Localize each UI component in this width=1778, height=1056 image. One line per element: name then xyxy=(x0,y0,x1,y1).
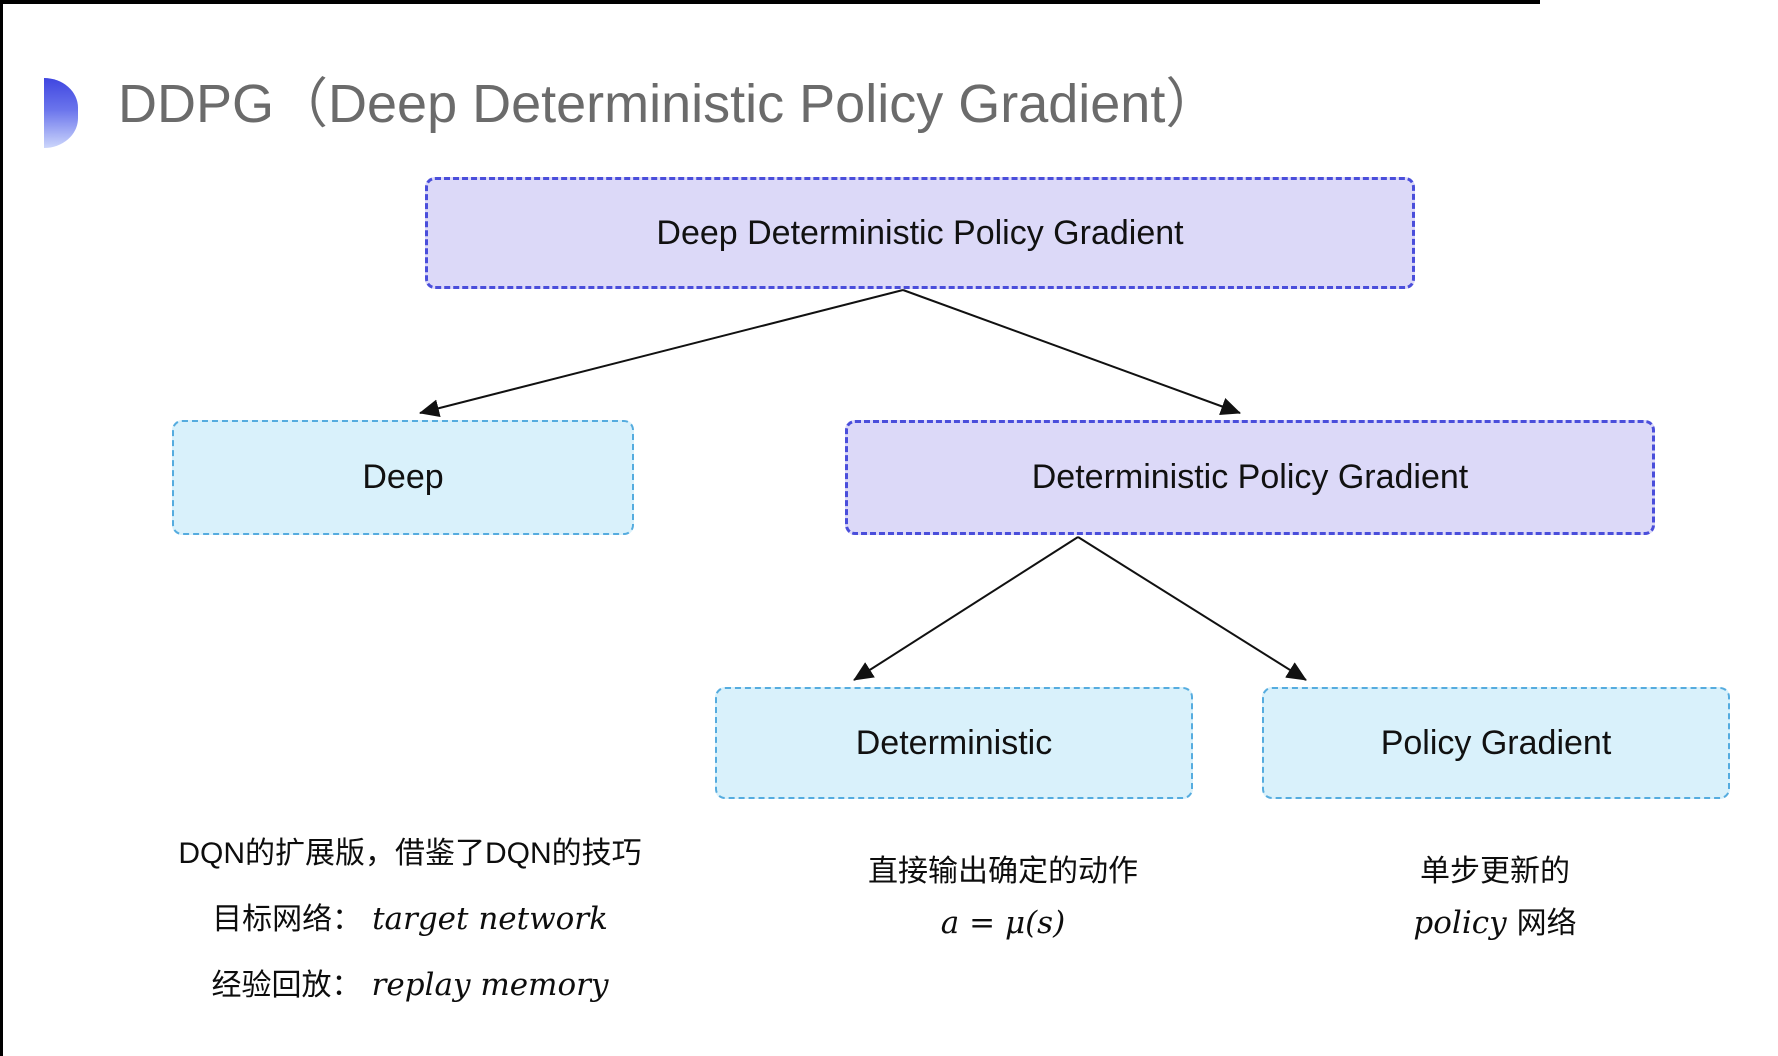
note-line: 单步更新的 xyxy=(1420,855,1570,888)
left-border-strip xyxy=(0,0,3,1056)
top-border-strip xyxy=(0,0,1540,4)
node-deep-deterministic-policy-gradient: Deep Deterministic Policy Gradient xyxy=(425,177,1415,289)
node-deterministic-policy-gradient: Deterministic Policy Gradient xyxy=(845,420,1655,535)
page-title: DDPG（Deep Deterministic Policy Gradient） xyxy=(118,74,1220,134)
notes-deep: DQN的扩展版，借鉴了DQN的技巧 目标网络：target network 经验… xyxy=(120,836,700,1009)
node-policy-gradient: Policy Gradient xyxy=(1262,687,1730,799)
note-line: 经验回放：replay memory xyxy=(211,967,609,1003)
node-label: Deep Deterministic Policy Gradient xyxy=(656,213,1184,252)
note-line: DQN的扩展版，借鉴了DQN的技巧 xyxy=(178,837,642,870)
notes-deterministic: 直接输出确定的动作 a = μ(s) xyxy=(790,854,1216,947)
node-deep: Deep xyxy=(172,420,634,535)
note-line: 直接输出确定的动作 xyxy=(868,855,1138,888)
note-line: 目标网络：target network xyxy=(212,901,608,937)
node-deterministic: Deterministic xyxy=(715,687,1193,799)
edge-root-to-deep xyxy=(419,289,904,418)
title-bullet-icon xyxy=(44,78,78,148)
edge-root-to-dpg xyxy=(902,289,1241,415)
node-label: Deterministic xyxy=(855,723,1053,762)
node-label: Deterministic Policy Gradient xyxy=(1031,458,1469,496)
edge-dpg-to-deterministic xyxy=(853,536,1079,681)
note-formula: a = μ(s) xyxy=(940,905,1066,941)
node-label: Deep xyxy=(362,458,444,496)
node-label: Policy Gradient xyxy=(1380,723,1612,762)
edge-dpg-to-policy-gradient xyxy=(1077,536,1307,681)
